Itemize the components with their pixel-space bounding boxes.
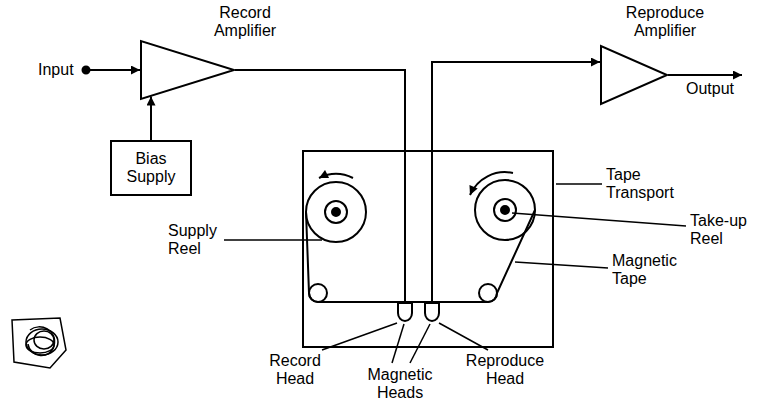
part-label: Magnetic Tape	[612, 252, 692, 289]
label-holder: Magnetic Heads	[355, 366, 445, 403]
node-label: Bias Supply	[117, 150, 185, 187]
amplifier-outline	[601, 46, 667, 104]
head-outline	[425, 303, 439, 321]
amplifier-symbol	[600, 45, 668, 105]
scribble	[12, 318, 66, 368]
label-holder: Supply Reel	[168, 222, 232, 259]
part-label: Output	[686, 80, 748, 98]
head-symbol	[397, 303, 413, 322]
label-holder: Magnetic Tape	[612, 252, 692, 289]
bias-supply-box: Bias Supply	[110, 140, 192, 196]
label-holder: Input	[38, 61, 86, 79]
amplifier-symbol	[140, 40, 235, 100]
signal-wire	[432, 62, 600, 303]
signal-wire	[235, 70, 405, 303]
record-head: Record Head	[397, 303, 413, 322]
supply-reel	[306, 174, 366, 242]
amplifier-outline	[141, 41, 234, 99]
reproduce-head: Reproduce Head	[424, 303, 440, 322]
head-symbol	[424, 303, 440, 322]
node-label: Reproduce Head	[463, 352, 547, 389]
part-label: Magnetic Heads	[355, 366, 445, 403]
part-label: Input	[38, 61, 86, 79]
input-wire	[90, 69, 140, 71]
tape-transport-box: Tape TransportRecord HeadReproduce Head	[302, 150, 554, 348]
input-terminal	[83, 67, 90, 74]
label-holder: Output	[686, 80, 748, 98]
record-amplifier: Record Amplifier	[140, 0, 310, 105]
node-label: Reproduce Amplifier	[610, 4, 720, 41]
magnetic-tape	[306, 210, 535, 302]
node-label: Record Head	[255, 352, 335, 389]
node-label: Tape Transport	[606, 166, 698, 203]
label-holder: Take-up Reel	[690, 212, 766, 249]
node-label: Record Amplifier	[190, 4, 300, 41]
part-label: Supply Reel	[168, 222, 232, 259]
head-outline	[398, 303, 412, 321]
output-wire	[668, 74, 742, 76]
part-label: Take-up Reel	[690, 212, 766, 249]
signal-wire	[150, 97, 152, 140]
